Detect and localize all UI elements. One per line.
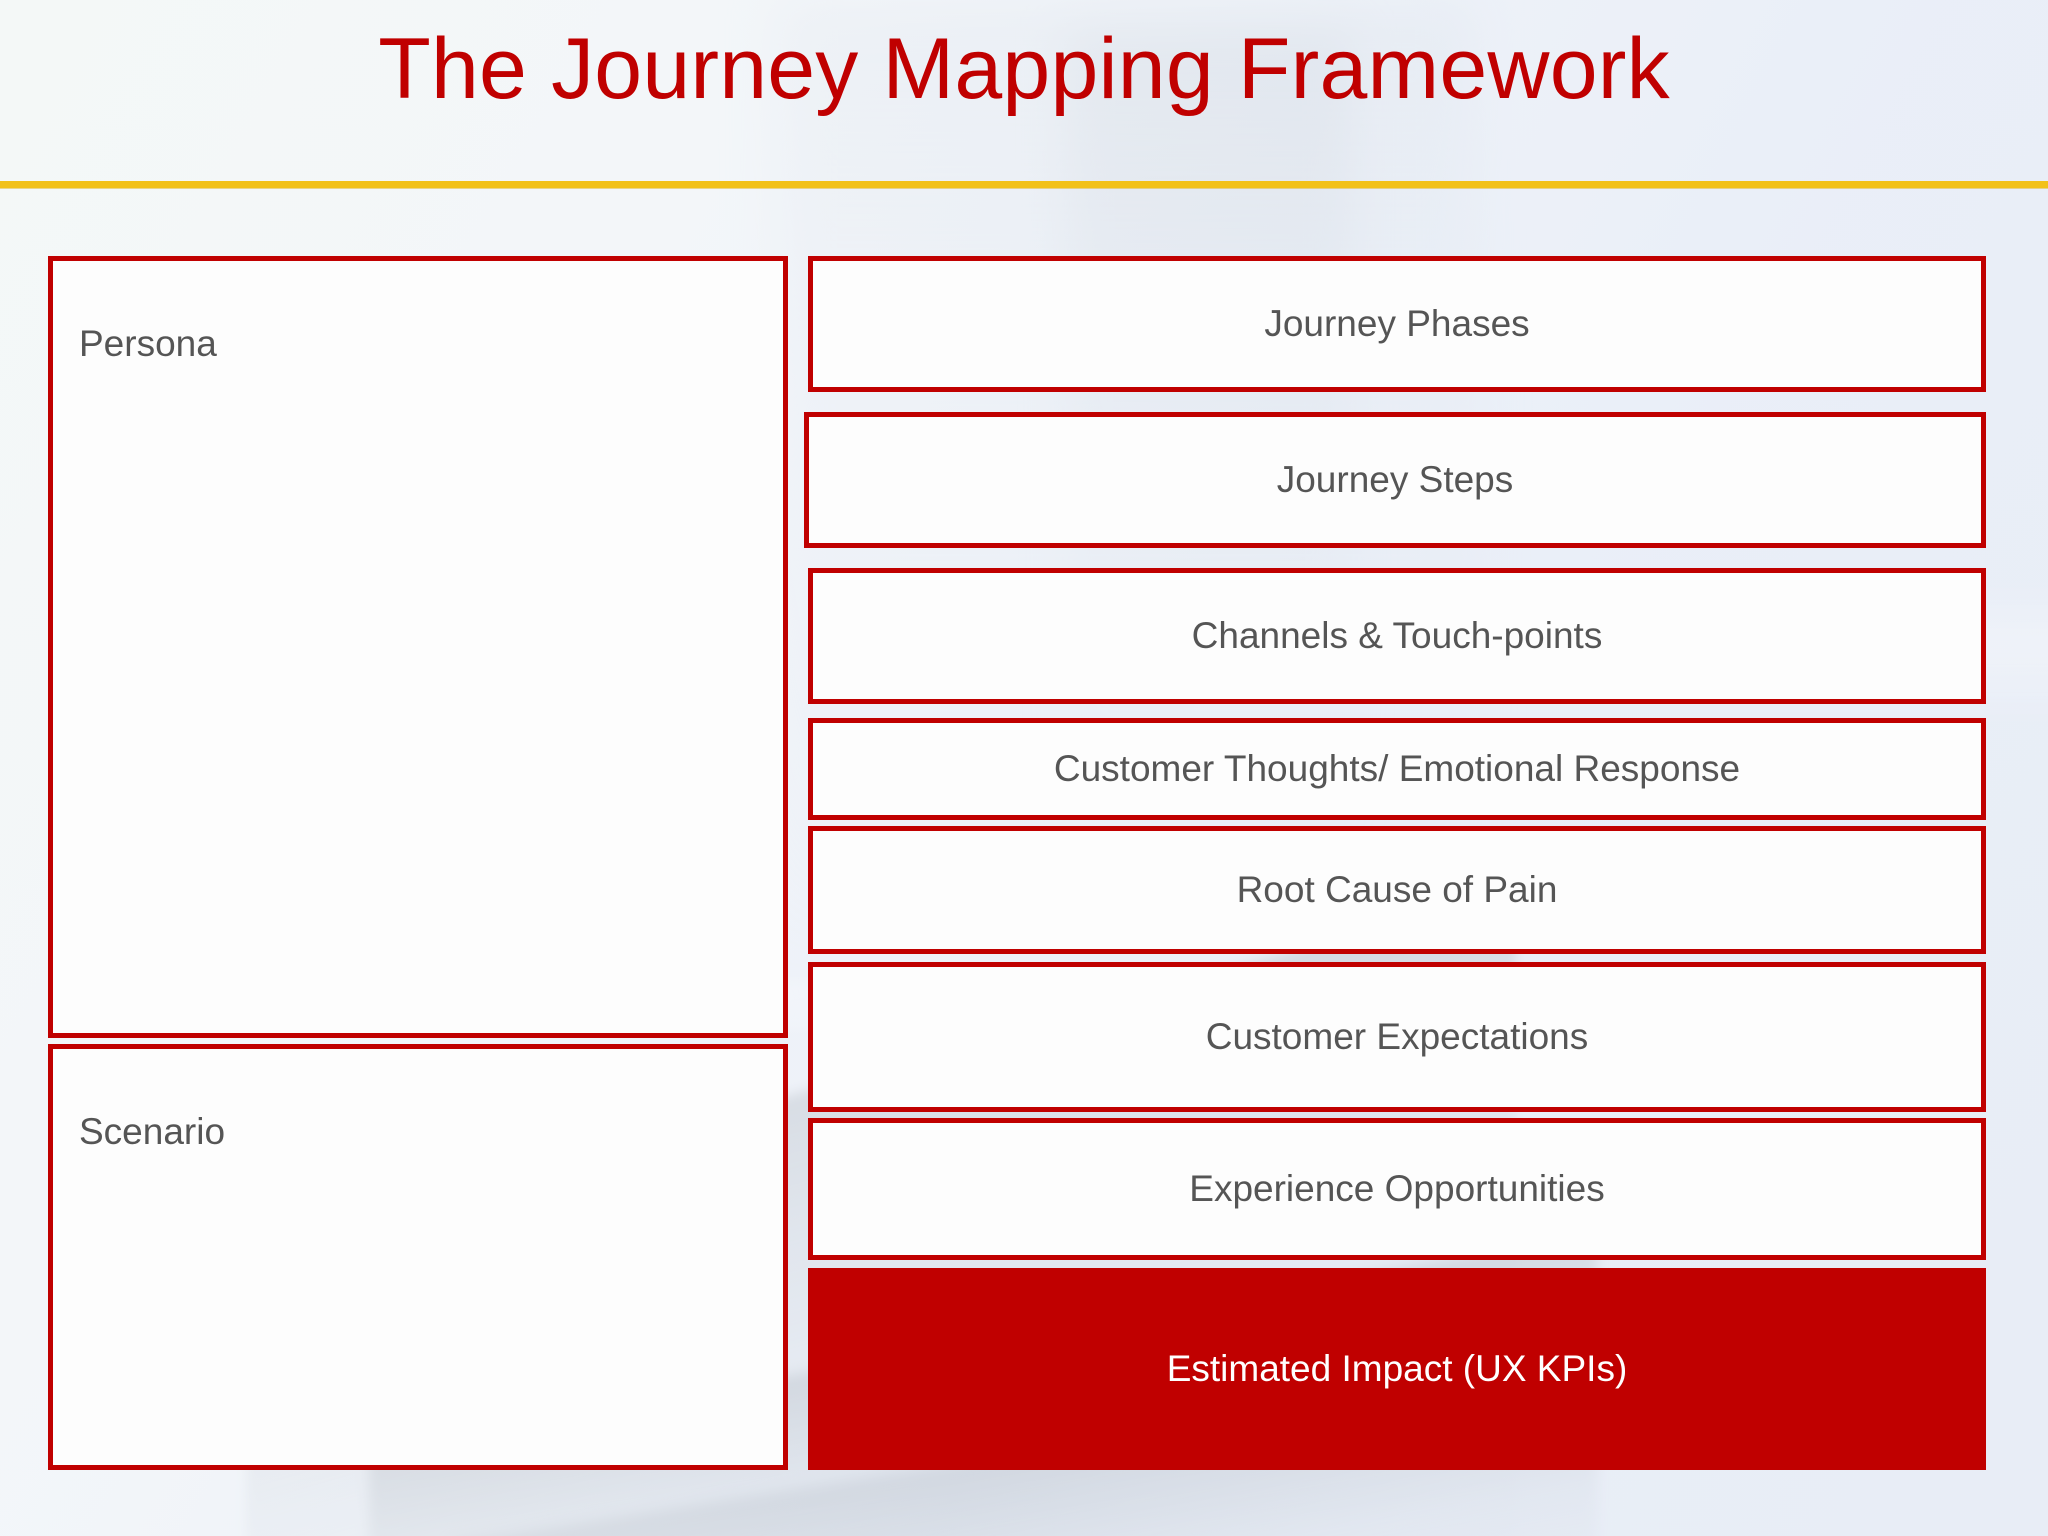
row-customer-expectations-label: Customer Expectations [1205, 1016, 1589, 1057]
row-root-cause-of-pain[interactable]: Root Cause of Pain [808, 826, 1986, 954]
page-title: The Journey Mapping Framework [378, 21, 1670, 117]
row-channels-touchpoints[interactable]: Channels & Touch-points [808, 568, 1986, 704]
row-estimated-impact-ux-kpis[interactable]: Estimated Impact (UX KPIs) [808, 1268, 1986, 1470]
row-customer-thoughts-emotional-response[interactable]: Customer Thoughts/ Emotional Response [808, 718, 1986, 820]
row-customer-expectations[interactable]: Customer Expectations [808, 962, 1986, 1112]
row-journey-steps-label: Journey Steps [1276, 459, 1514, 500]
row-root-cause-of-pain-label: Root Cause of Pain [1236, 869, 1558, 910]
row-channels-touchpoints-label: Channels & Touch-points [1191, 615, 1603, 656]
row-journey-phases-label: Journey Phases [1264, 303, 1530, 344]
scenario-card-label: Scenario [79, 1111, 226, 1152]
row-customer-thoughts-emotional-response-label: Customer Thoughts/ Emotional Response [1053, 748, 1741, 789]
title-divider-rule [0, 181, 2048, 188]
persona-card-label: Persona [79, 323, 217, 364]
row-estimated-impact-ux-kpis-label: Estimated Impact (UX KPIs) [1166, 1348, 1628, 1389]
row-journey-phases[interactable]: Journey Phases [808, 256, 1986, 392]
row-experience-opportunities[interactable]: Experience Opportunities [808, 1118, 1986, 1260]
row-journey-steps[interactable]: Journey Steps [804, 412, 1986, 548]
scenario-card[interactable]: Scenario [48, 1044, 788, 1470]
row-experience-opportunities-label: Experience Opportunities [1189, 1168, 1605, 1209]
persona-card[interactable]: Persona [48, 256, 788, 1038]
